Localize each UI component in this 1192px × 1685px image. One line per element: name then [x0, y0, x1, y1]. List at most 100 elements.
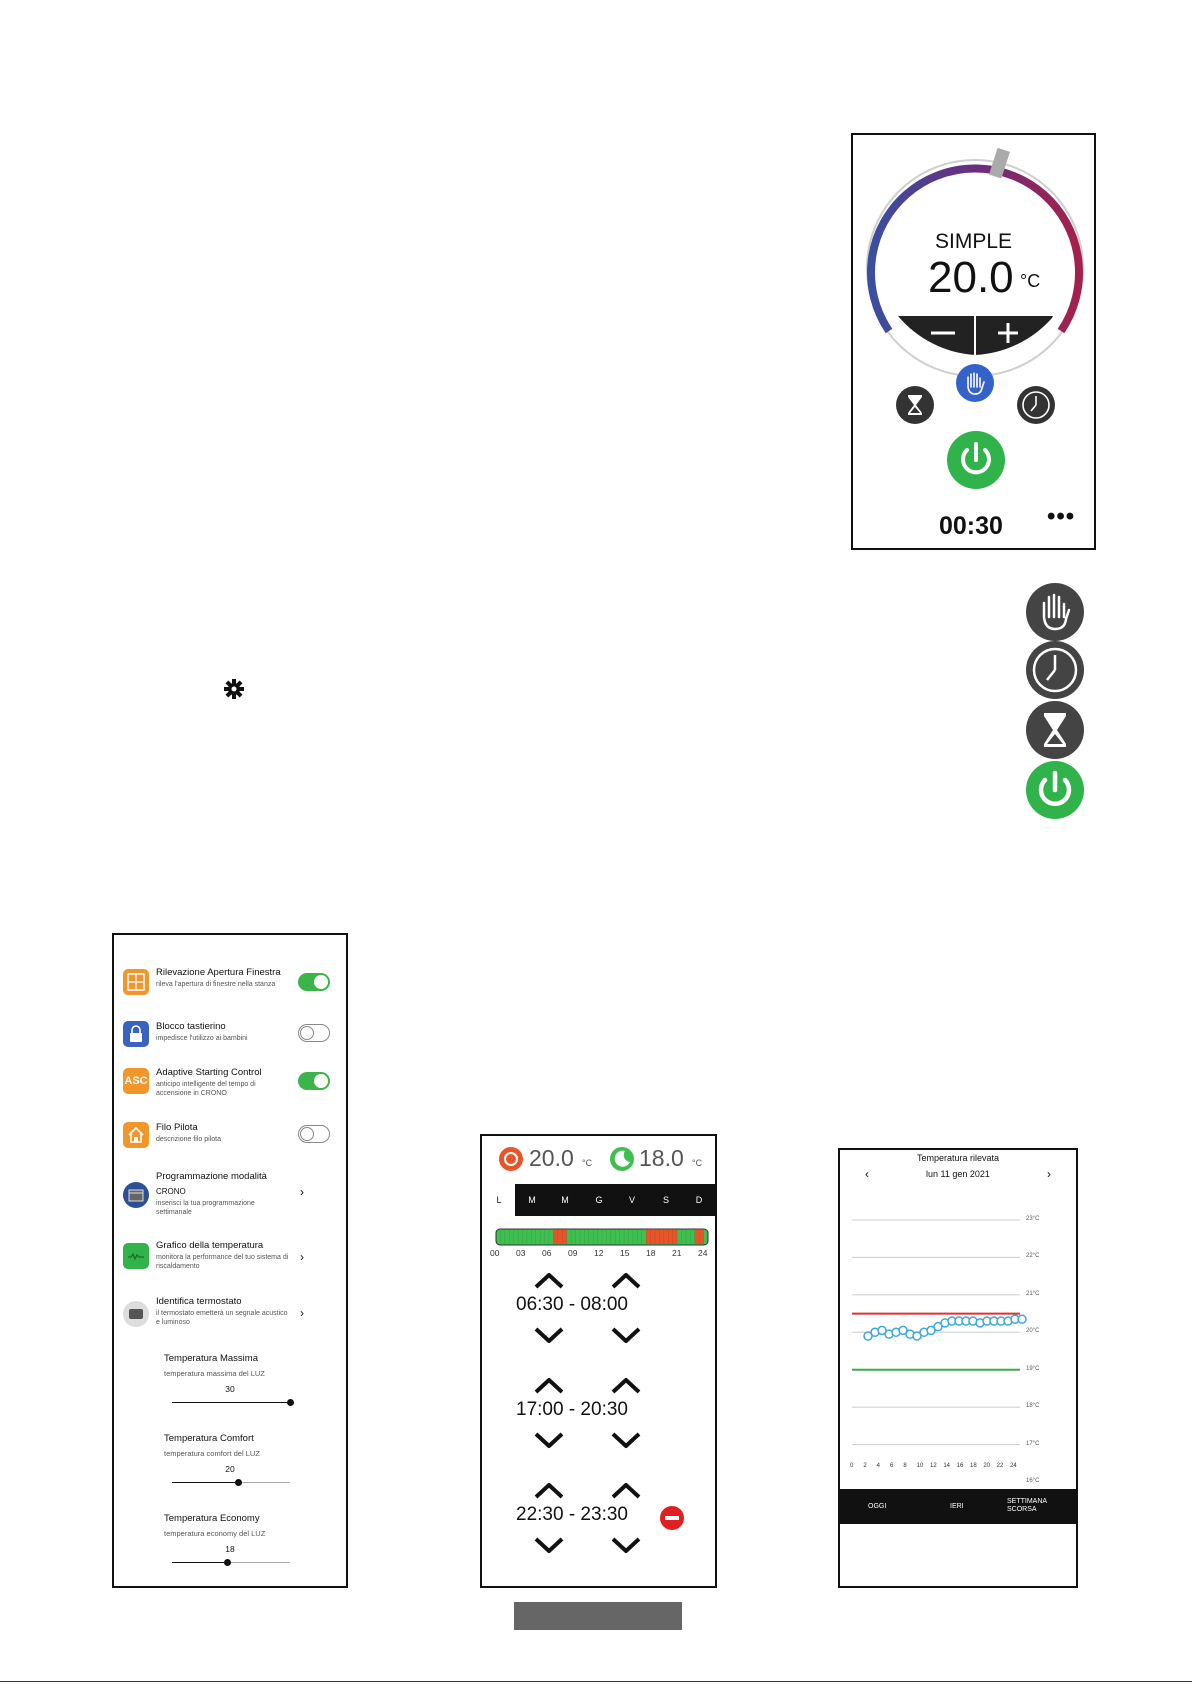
day-tab[interactable]: V: [628, 1195, 635, 1205]
slider-handle[interactable]: [287, 1399, 294, 1406]
x-tick-label: 18: [970, 1463, 977, 1469]
power-button[interactable]: [946, 430, 1006, 490]
setting-adaptive-start[interactable]: ASC Adaptive Starting Control anticipo i…: [114, 1067, 346, 1108]
setting-window-detection[interactable]: Rilevazione Apertura Finestra rileva l'a…: [114, 967, 346, 1009]
temperature-point: [912, 1331, 922, 1341]
timer-mode-button[interactable]: [895, 385, 935, 425]
minus-button[interactable]: [923, 317, 963, 347]
scrollbar[interactable]: [514, 1602, 682, 1630]
temperature-unit: °C: [582, 1158, 593, 1168]
comfort-segment: [553, 1230, 567, 1244]
adaptive-start-toggle[interactable]: [298, 1072, 330, 1090]
setting-desc: impedisce l'utilizzo ai bambini: [156, 1035, 248, 1042]
sun-icon: [499, 1147, 523, 1171]
chevron-up-icon[interactable]: [532, 1270, 566, 1290]
x-tick-label: 14: [943, 1463, 951, 1469]
settings-gear[interactable]: [223, 678, 245, 700]
x-tick-label: 8: [903, 1463, 907, 1469]
max-temperature-slider[interactable]: [172, 1399, 294, 1406]
day-tab[interactable]: M: [528, 1195, 536, 1205]
day-timeline[interactable]: [494, 1228, 710, 1250]
day-tab[interactable]: S: [662, 1195, 669, 1205]
more-button[interactable]: •••: [1047, 503, 1076, 530]
time-range: 22:30 - 23:30: [516, 1504, 628, 1525]
time-range: 17:00 - 20:30: [516, 1399, 628, 1420]
prev-day-button[interactable]: ‹: [865, 1167, 869, 1181]
setting-identify-thermostat[interactable]: Identifica termostato il termostato emet…: [114, 1296, 346, 1332]
time-range: 06:30 - 08:00: [516, 1294, 628, 1315]
setting-title: Rilevazione Apertura Finestra: [156, 967, 281, 978]
window-detection-toggle[interactable]: [298, 973, 330, 991]
day-tab[interactable]: D: [695, 1195, 703, 1205]
setting-title: Filo Pilota: [156, 1122, 198, 1133]
day-tab[interactable]: M: [561, 1195, 569, 1205]
setting-keypad-lock[interactable]: Blocco tastierino impedisce l'utilizzo a…: [114, 1021, 346, 1057]
temperature-point: [926, 1325, 936, 1336]
remove-interval-icon[interactable]: [659, 1505, 685, 1531]
y-tick-label: 22°C: [1026, 1253, 1040, 1260]
slider-handle[interactable]: [235, 1479, 243, 1486]
x-tick-label: 4: [876, 1463, 880, 1469]
slider-title: Temperatura Economy: [164, 1513, 260, 1524]
slider-handle[interactable]: [224, 1559, 232, 1566]
device-icon: [123, 1301, 149, 1327]
setting-desc: inserisci la tua programmazione settiman…: [156, 1200, 255, 1216]
hour-label: 06: [542, 1248, 552, 1258]
mode-label: SIMPLE: [934, 230, 1013, 253]
setting-title: Adaptive Starting Control: [156, 1067, 262, 1078]
settings-screen: Rilevazione Apertura Finestra rileva l'a…: [112, 933, 348, 1588]
setting-pilot-wire[interactable]: Filo Pilota descrizione filo pilota: [114, 1122, 346, 1158]
hour-label: 15: [620, 1248, 630, 1258]
chevron-down-icon[interactable]: [609, 1430, 643, 1450]
period-tabs: OGGI IERI SETTIMANA SCORSA: [840, 1489, 1076, 1524]
tab-last-week[interactable]: SETTIMANA SCORSA: [1007, 1498, 1047, 1513]
chevron-up-icon[interactable]: [609, 1375, 643, 1395]
y-tick-label: 20°C: [1026, 1328, 1040, 1335]
setting-mode-programming[interactable]: Programmazione modalità CRONO inserisci …: [114, 1171, 346, 1222]
day-tab[interactable]: L: [496, 1195, 502, 1205]
calendar-icon: [123, 1182, 149, 1208]
day-tab[interactable]: G: [595, 1195, 603, 1205]
economy-temperature-slider[interactable]: [172, 1559, 290, 1566]
chevron-down-icon[interactable]: [532, 1325, 566, 1345]
hour-label: 24: [698, 1248, 708, 1258]
slider-title: Temperatura Massima: [164, 1353, 258, 1364]
plus-icon: [998, 323, 1018, 343]
slider-desc: temperatura comfort del LUZ: [164, 1449, 260, 1458]
graph-date: lun 11 gen 2021: [926, 1169, 990, 1179]
chevron-down-icon[interactable]: [532, 1430, 566, 1450]
setting-desc: monitora la performance del tuo sistema …: [156, 1254, 289, 1270]
tab-today[interactable]: OGGI: [868, 1503, 887, 1510]
hourglass-icon: [896, 386, 934, 424]
chevron-down-icon[interactable]: [609, 1325, 643, 1345]
temperature-point: [877, 1325, 887, 1336]
chevron-down-icon[interactable]: [609, 1535, 643, 1555]
setting-temperature-graph[interactable]: Grafico della temperatura monitora la pe…: [114, 1240, 346, 1276]
chevron-up-icon[interactable]: [532, 1375, 566, 1395]
hand-icon: [1026, 583, 1084, 641]
chevron-up-icon[interactable]: [532, 1480, 566, 1500]
chevron-up-icon[interactable]: [609, 1270, 643, 1290]
manual-mode-button[interactable]: [955, 363, 995, 403]
next-day-button[interactable]: ›: [1047, 1167, 1051, 1181]
tab-yesterday[interactable]: IERI: [950, 1503, 964, 1510]
chevron-right-icon: ›: [300, 1306, 304, 1320]
temperature-unit: °C: [692, 1158, 703, 1168]
hour-label: 21: [672, 1248, 682, 1258]
chevron-up-icon[interactable]: [609, 1480, 643, 1500]
plus-button[interactable]: [988, 317, 1028, 347]
hourglass-icon: [1026, 701, 1084, 759]
moon-icon: [610, 1147, 634, 1171]
comfort-temperature-slider[interactable]: [172, 1479, 290, 1486]
schedule-mode-button[interactable]: [1016, 385, 1056, 425]
temperature-point: [898, 1325, 908, 1336]
temperature-point: [863, 1331, 873, 1341]
legend-hourglass: [1025, 700, 1085, 760]
setting-desc: descrizione filo pilota: [156, 1136, 221, 1143]
chevron-down-icon[interactable]: [532, 1535, 566, 1555]
graph-icon: [123, 1243, 149, 1269]
y-tick-label: 23°C: [1026, 1216, 1040, 1222]
keypad-lock-toggle[interactable]: [298, 1024, 330, 1042]
setting-title: Blocco tastierino: [156, 1021, 226, 1032]
pilot-wire-toggle[interactable]: [298, 1125, 330, 1143]
